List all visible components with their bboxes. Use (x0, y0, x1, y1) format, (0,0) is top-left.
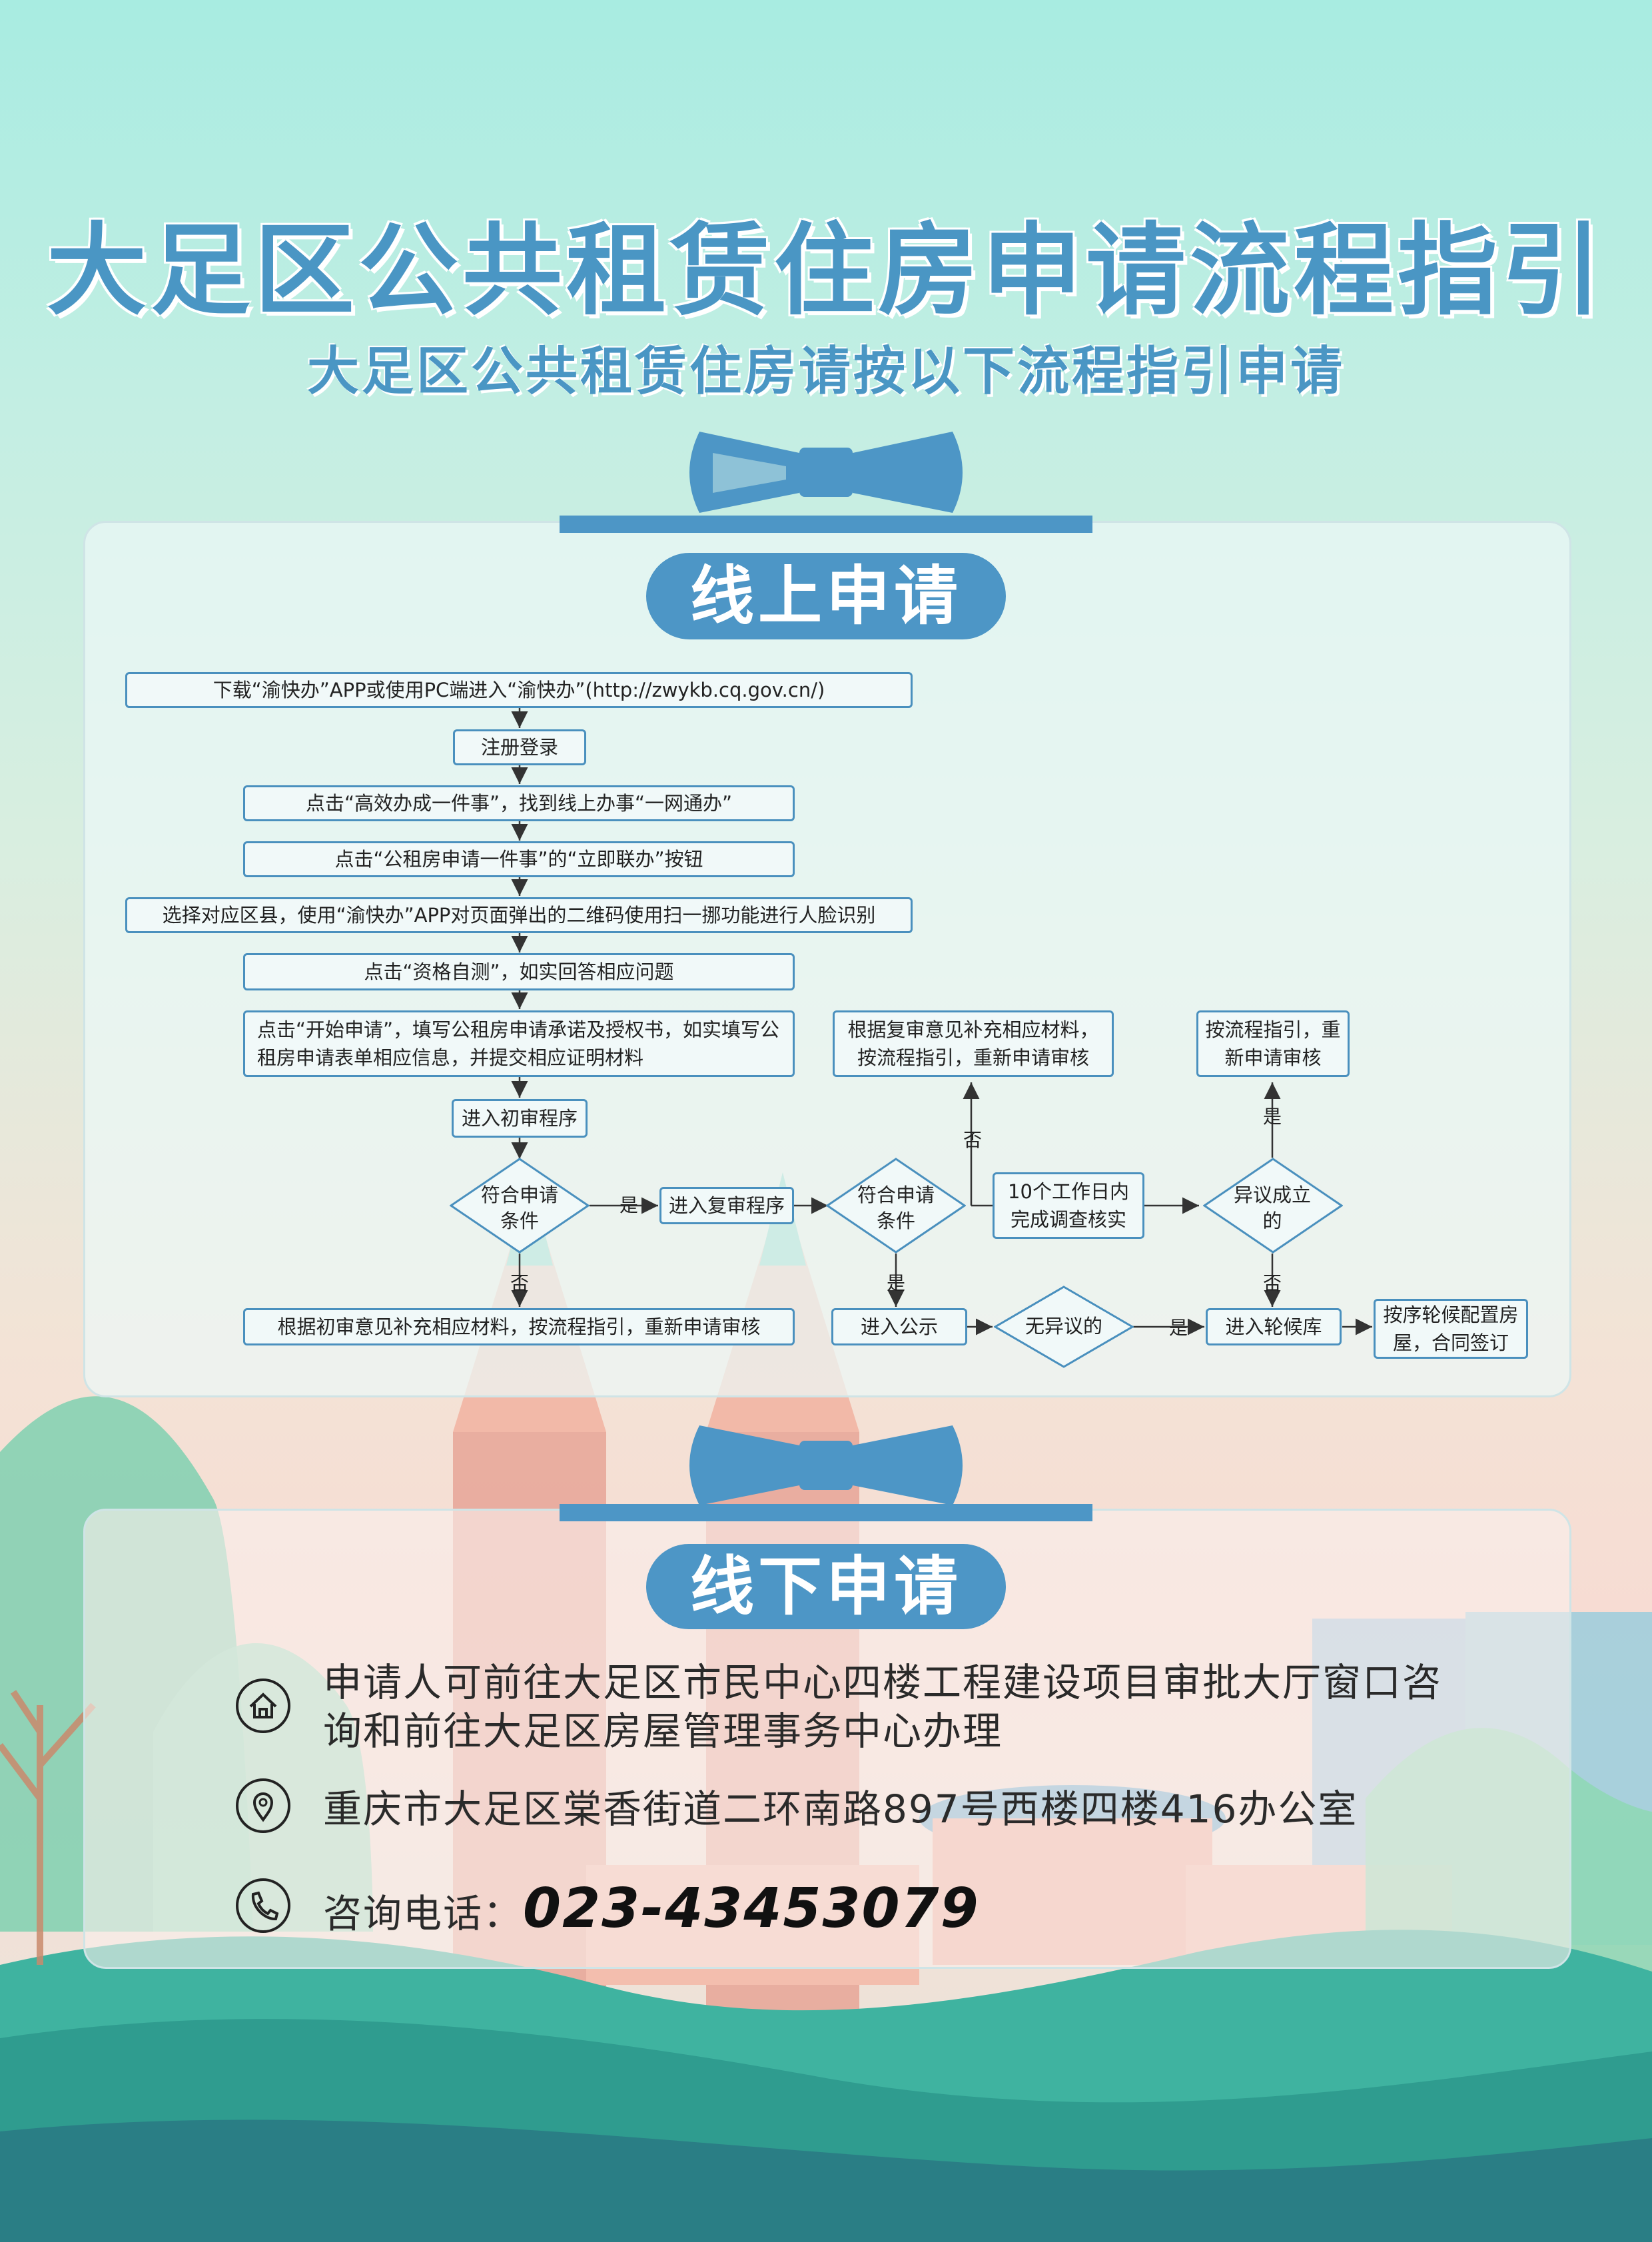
edge-no-2: 否 (963, 1129, 983, 1151)
step-supplement-second: 根据复审意见补充相应材料，按流程指引，重新申请审核 (833, 1010, 1114, 1077)
edge-yes-3: 是 (1263, 1106, 1282, 1128)
location-pin-icon (236, 1778, 290, 1833)
phone-number: 023-43453079 (523, 1877, 980, 1940)
edge-no-1: 否 (510, 1272, 530, 1294)
page-subtitle: 大足区公共租赁住房请按以下流程指引申请 (306, 342, 1345, 402)
edge-yes-4: 是 (1169, 1317, 1188, 1339)
offline-ribbon-bar (560, 1504, 1092, 1521)
step-publicity: 进入公示 (831, 1308, 967, 1345)
phone-line: 咨询电话：023-43453079 (323, 1875, 980, 1944)
step-investigate: 10个工作日内完成调查核实 (993, 1172, 1144, 1239)
step-second-review: 进入复审程序 (659, 1187, 794, 1224)
step-click-efficient: 点击“高效办成一件事”，找到线上办事“一网通办” (243, 785, 795, 821)
decision-objection-label: 异议成立的 (1233, 1184, 1311, 1233)
edge-no-3: 否 (1263, 1272, 1282, 1294)
step-start-application: 点击“开始申请”，填写公租房申请承诺及授权书，如实填写公租房申请表单相应信息，并… (243, 1010, 795, 1077)
step-self-test: 点击“资格自测”，如实回答相应问题 (243, 953, 795, 990)
step-register-login: 注册登录 (453, 729, 586, 765)
home-icon (236, 1679, 290, 1733)
decision-eligible-1 (450, 1158, 590, 1254)
decision-objection (1203, 1158, 1343, 1254)
step-waitlist: 进入轮候库 (1206, 1308, 1342, 1345)
step-supplement-initial: 根据初审意见补充相应材料，按流程指引，重新申请审核 (243, 1308, 795, 1345)
phone-label: 咨询电话： (323, 1891, 524, 1936)
address-text: 重庆市大足区棠香街道二环南路897号西楼四楼416办公室 (323, 1786, 1358, 1832)
edge-yes-2: 是 (887, 1272, 906, 1294)
step-click-joint: 点击“公租房申请一件事”的“立即联办”按钮 (243, 841, 795, 877)
step-download-app: 下载“渝快办”APP或使用PC端进入“渝快办”(http://zwykb.cq.… (125, 672, 913, 708)
decision-no-objection (994, 1286, 1134, 1368)
step-restart: 按流程指引，重新申请审核 (1196, 1010, 1350, 1077)
step-allocate-sign: 按序轮候配置房屋，合同签订 (1374, 1299, 1528, 1359)
phone-icon (236, 1878, 290, 1933)
step-face-recognition: 选择对应区县，使用“渝快办”APP对页面弹出的二维码使用扫一挪功能进行人脸识别 (125, 897, 913, 933)
decision-no-objection-label: 无异议的 (1025, 1315, 1102, 1337)
edge-yes-1: 是 (620, 1194, 639, 1216)
office-text: 申请人可前往大足区市民中心四楼工程建设项目审批大厅窗口咨询和前往大足区房屋管理事… (323, 1660, 1443, 1754)
page-title: 大足区公共租赁住房申请流程指引 (46, 213, 1605, 329)
step-initial-review: 进入初审程序 (452, 1099, 588, 1138)
flowchart-connectors (511, 708, 1372, 1335)
decision-eligible-1-label: 符合申请条件 (480, 1184, 558, 1233)
online-ribbon-bar (560, 516, 1092, 533)
offline-heading: 线下申请 (646, 1544, 1006, 1629)
decision-eligible-2 (826, 1158, 966, 1254)
online-heading: 线上申请 (646, 553, 1006, 639)
decision-eligible-2-label: 符合申请条件 (857, 1184, 935, 1233)
